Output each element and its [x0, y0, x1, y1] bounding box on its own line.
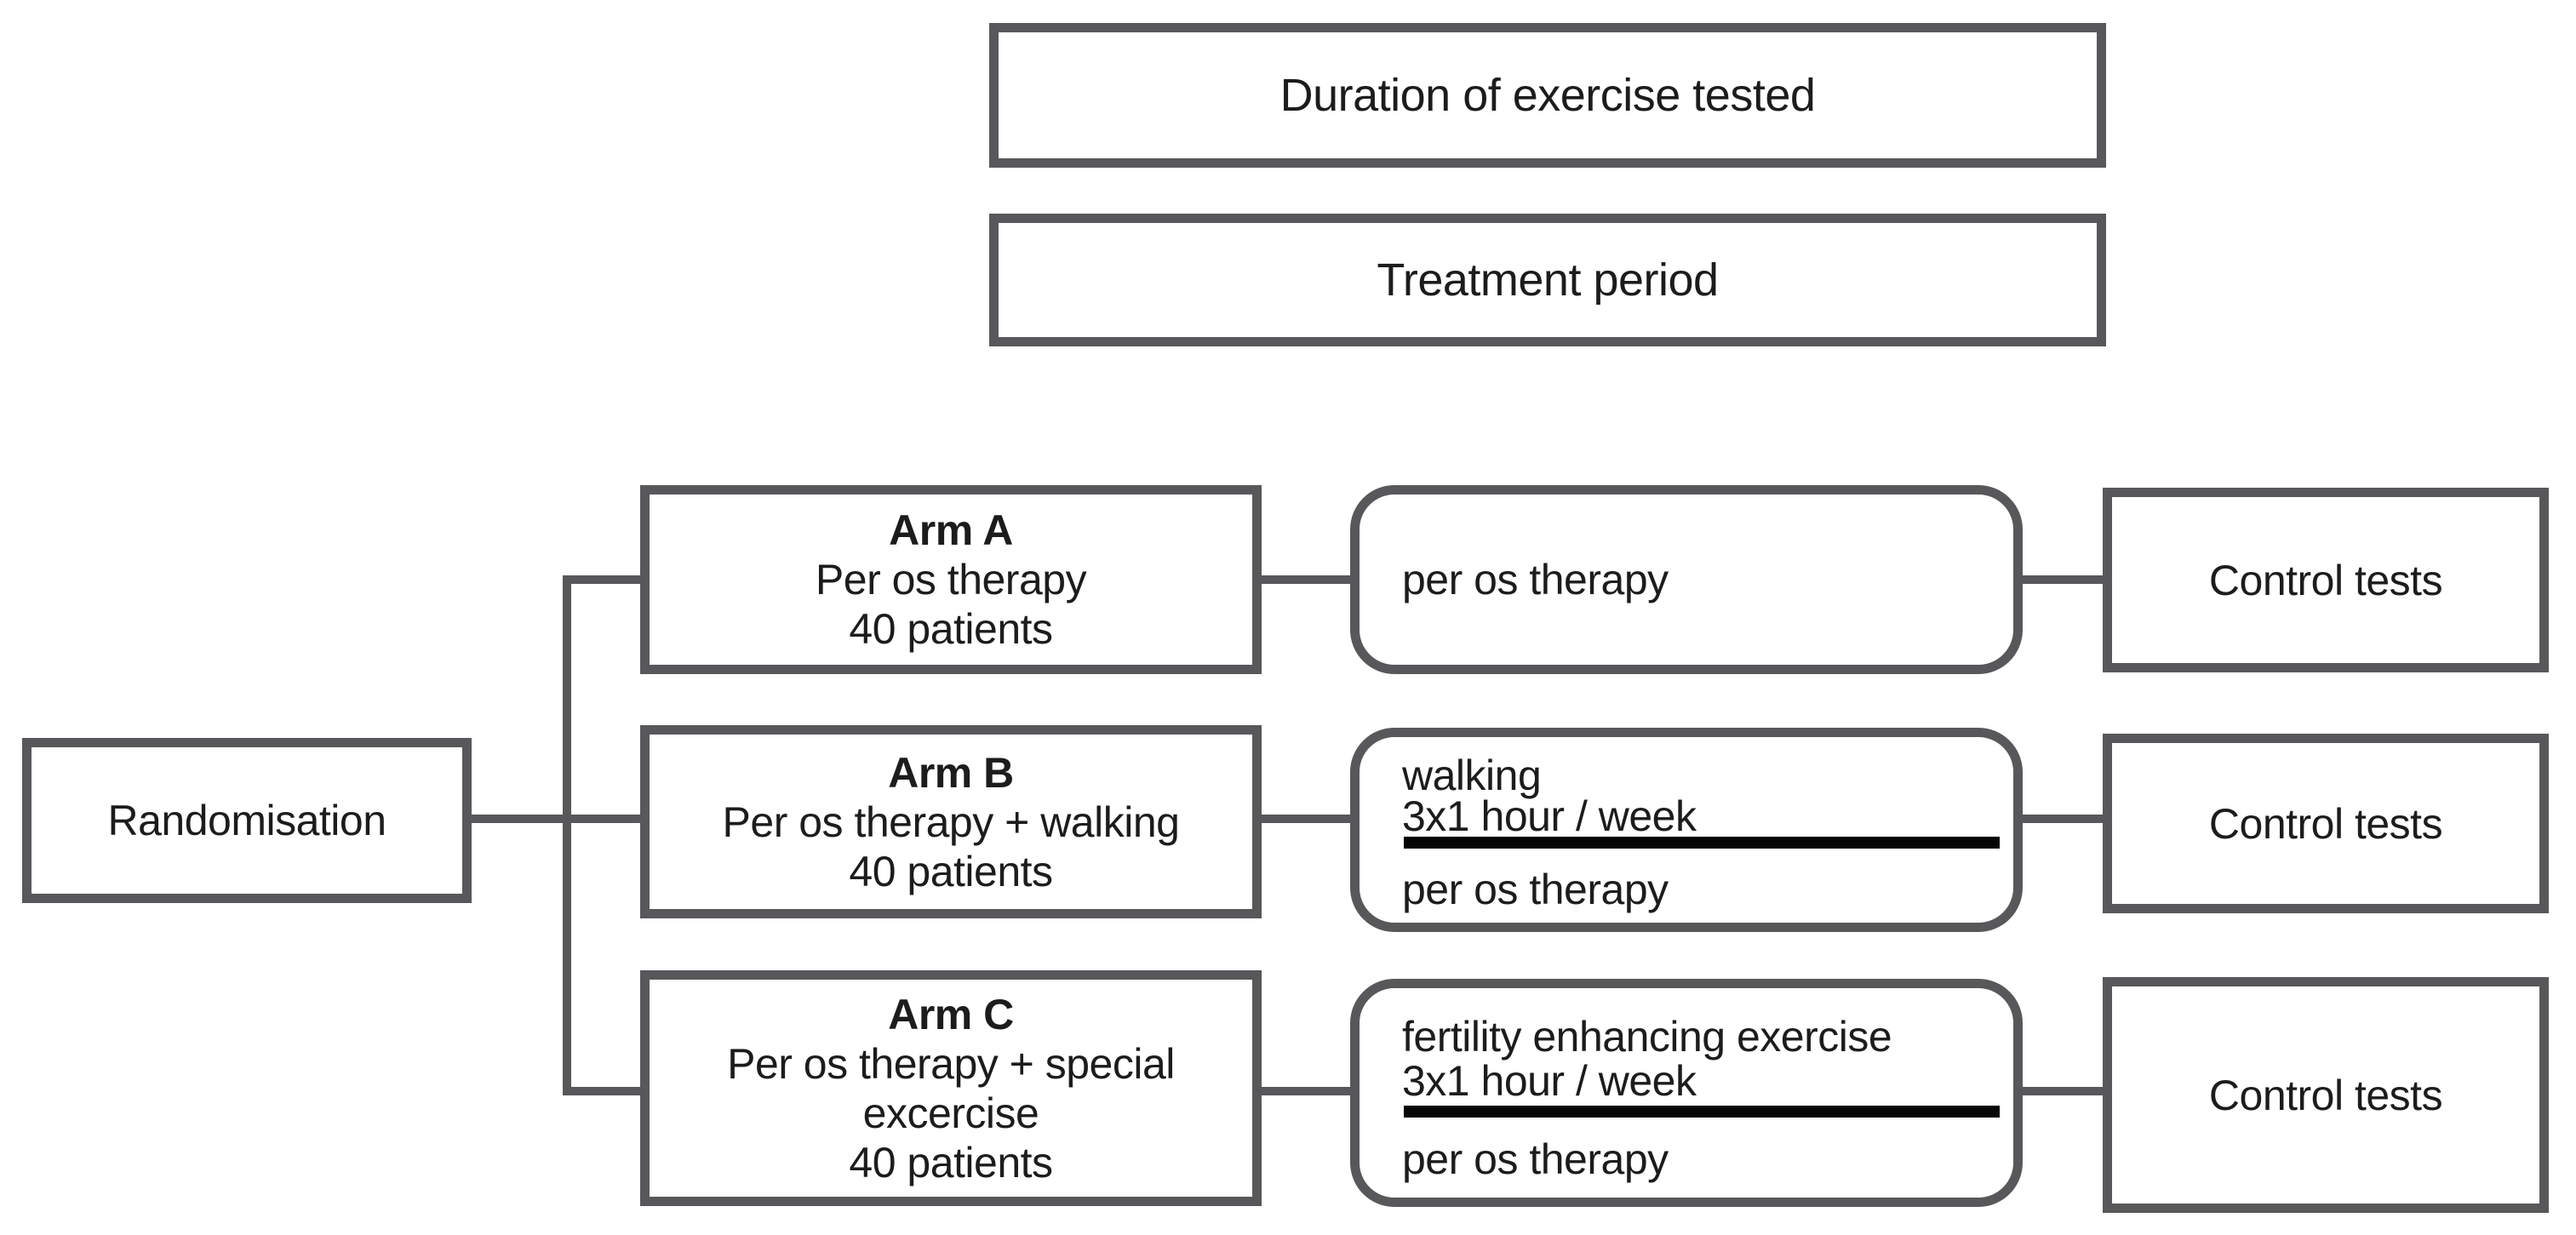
- connector-trunk-to-armC: [563, 1087, 640, 1095]
- connector-armB-to-treatmentB: [1258, 815, 1354, 823]
- control-tests-a-label: Control tests: [2208, 556, 2443, 604]
- arm-b-box: Arm B Per os therapy + walking 40 patien…: [640, 725, 1262, 918]
- connector-treatmentC-to-controlC: [2019, 1087, 2104, 1095]
- connector-treatmentA-to-controlA: [2019, 575, 2104, 584]
- randomisation-box: Randomisation: [22, 738, 472, 903]
- control-tests-a-box: Control tests: [2103, 488, 2549, 672]
- connector-treatmentB-to-controlB: [2019, 815, 2104, 823]
- arm-c-desc2: excercise: [862, 1089, 1039, 1137]
- treatment-c-line2: 3x1 hour / week: [1402, 1057, 1697, 1105]
- arm-c-box: Arm C Per os therapy + special excercise…: [640, 970, 1262, 1206]
- treatment-c-line1: fertility enhancing exercise: [1402, 1013, 1892, 1061]
- treatment-period-box: Treatment period: [989, 214, 2106, 346]
- connector-randomisation-to-armB: [467, 815, 640, 823]
- arm-b-desc: Per os therapy + walking: [722, 798, 1180, 846]
- treatment-b-line1: walking: [1402, 752, 1542, 799]
- arm-a-desc: Per os therapy: [815, 556, 1087, 603]
- treatment-c-fraction-bar: [1404, 1106, 2000, 1118]
- treatment-b-line2: 3x1 hour / week: [1402, 792, 1697, 840]
- duration-of-exercise-label: Duration of exercise tested: [1279, 70, 1816, 121]
- arm-c-desc: Per os therapy + special: [727, 1039, 1175, 1088]
- control-tests-c-box: Control tests: [2103, 977, 2549, 1213]
- arm-c-patients: 40 patients: [849, 1138, 1053, 1186]
- arm-a-title: Arm A: [889, 506, 1013, 554]
- control-tests-b-box: Control tests: [2103, 734, 2549, 913]
- arm-a-patients: 40 patients: [849, 605, 1053, 653]
- treatment-c-line3: per os therapy: [1402, 1135, 1669, 1183]
- arm-a-box: Arm A Per os therapy 40 patients: [640, 485, 1262, 674]
- treatment-b-fraction-bar: [1404, 837, 2000, 849]
- connector-trunk-vertical: [563, 575, 571, 1095]
- control-tests-b-label: Control tests: [2208, 799, 2443, 848]
- control-tests-c-label: Control tests: [2208, 1071, 2443, 1119]
- treatment-c-box: fertility enhancing exercise 3x1 hour / …: [1350, 979, 2023, 1207]
- treatment-b-line3: per os therapy: [1402, 866, 1669, 913]
- treatment-a-box: per os therapy: [1350, 485, 2023, 674]
- connector-trunk-to-armA: [563, 575, 640, 584]
- treatment-b-box: walking 3x1 hour / week per os therapy: [1350, 728, 2023, 932]
- treatment-a-line1: per os therapy: [1402, 556, 1669, 603]
- duration-of-exercise-box: Duration of exercise tested: [989, 23, 2106, 168]
- arm-b-title: Arm B: [888, 748, 1014, 797]
- arm-b-patients: 40 patients: [849, 847, 1053, 895]
- randomisation-label: Randomisation: [107, 797, 386, 844]
- connector-armC-to-treatmentC: [1258, 1087, 1354, 1095]
- treatment-period-label: Treatment period: [1377, 254, 1719, 306]
- connector-armA-to-treatmentA: [1258, 575, 1354, 584]
- arm-c-title: Arm C: [888, 990, 1014, 1038]
